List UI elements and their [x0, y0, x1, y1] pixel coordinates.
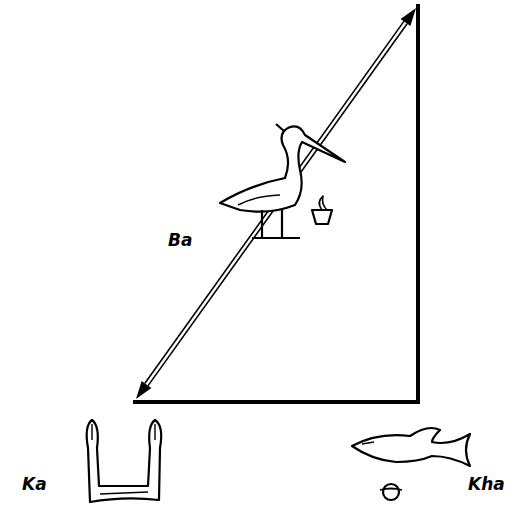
kha-fish-hieroglyph: [352, 428, 470, 500]
kha-label: Kha: [468, 474, 505, 494]
ka-arms-hieroglyph: [87, 420, 162, 502]
vertical-side: [416, 4, 420, 404]
hypotenuse-line: [145, 21, 404, 383]
base-side: [133, 400, 420, 404]
ka-label: Ka: [22, 474, 47, 494]
arrow-head: [401, 8, 416, 26]
ba-label: Ba: [168, 230, 192, 250]
ba-bird-hieroglyph: [220, 124, 345, 238]
hypotenuse-line: [148, 24, 407, 386]
arrow-head: [136, 381, 151, 399]
